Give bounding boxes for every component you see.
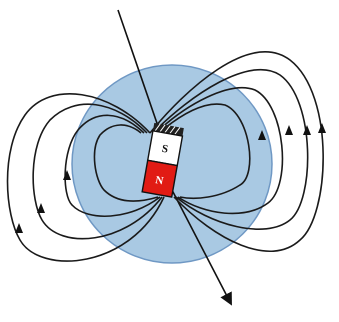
- arrow-up-icon: [63, 170, 71, 180]
- arrow-up-icon: [37, 203, 45, 213]
- arrow-up-icon: [303, 125, 311, 135]
- arrow-up-icon: [285, 125, 293, 135]
- arrow-up-icon: [318, 123, 326, 133]
- arrow-up-icon: [15, 223, 23, 233]
